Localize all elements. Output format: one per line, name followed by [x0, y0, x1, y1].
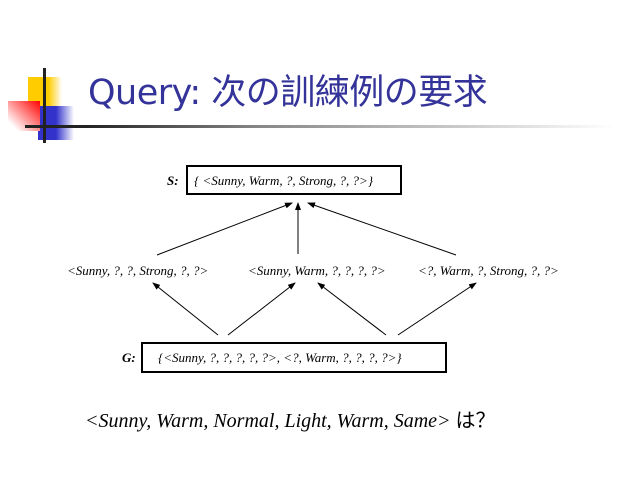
g-boundary-box: {<Sunny, ?, ?, ?, ?, ?>, <?, Warm, ?, ?,… — [141, 342, 447, 373]
query-suffix: は？ — [450, 410, 496, 432]
arrow — [227, 282, 296, 336]
arrow — [152, 282, 219, 336]
s-set: { <Sunny, Warm, ?, Strong, ?, ?>} — [194, 173, 374, 188]
middle-hypothesis: <Sunny, ?, ?, Strong, ?, ?> — [67, 263, 209, 278]
g-label: G: — [122, 350, 136, 365]
middle-hypothesis: <Sunny, Warm, ?, ?, ?, ?> — [248, 263, 386, 278]
query-instance: <Sunny, Warm, Normal, Light, Warm, Same> — [85, 410, 451, 432]
arrow — [317, 282, 387, 336]
query-text: <Sunny, Warm, Normal, Light, Warm, Same>… — [85, 404, 496, 433]
decor-horizontal-line — [25, 125, 615, 128]
arrow — [397, 282, 477, 336]
arrow — [156, 202, 293, 256]
s-boundary-box: { <Sunny, Warm, ?, Strong, ?, ?>} — [186, 165, 402, 195]
middle-hypothesis: <?, Warm, ?, Strong, ?, ?> — [418, 263, 559, 278]
decor-vertical-line — [43, 68, 46, 143]
s-label: S: — [167, 173, 179, 188]
g-set: {<Sunny, ?, ?, ?, ?, ?>, <?, Warm, ?, ?,… — [158, 350, 402, 365]
arrow — [307, 202, 457, 256]
slide-title: Query: 次の訓練例の要求 — [88, 73, 488, 113]
